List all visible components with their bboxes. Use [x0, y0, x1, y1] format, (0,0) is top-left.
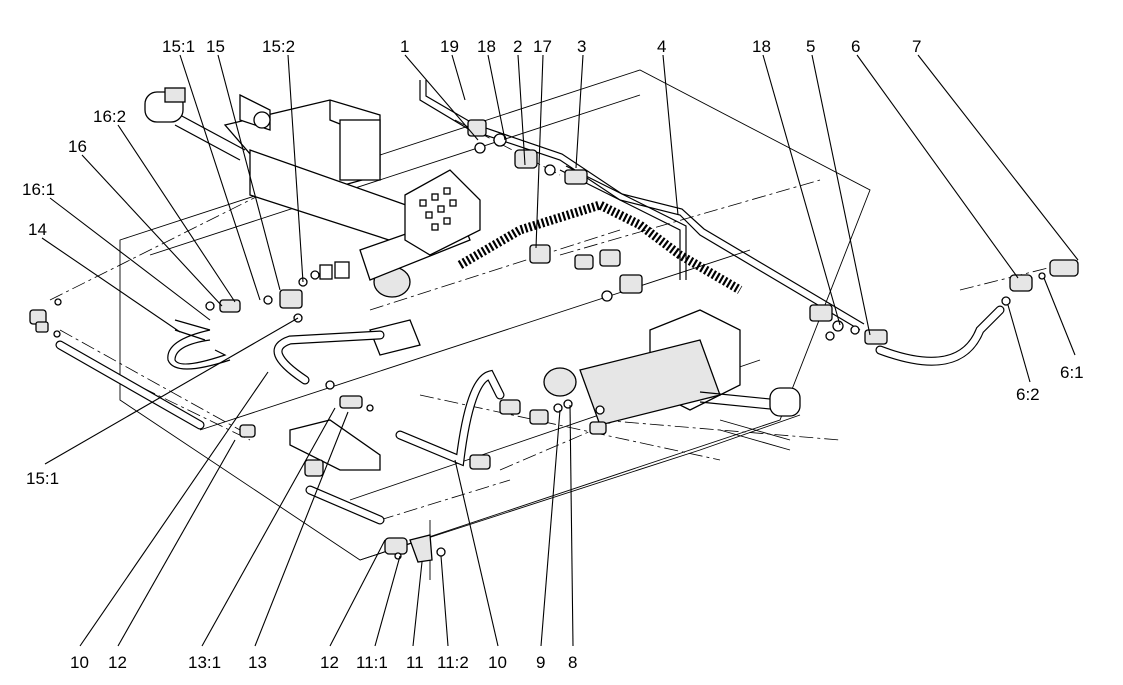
callout-top-15: 5 [806, 37, 815, 56]
callout-top-8: 19 [440, 37, 459, 56]
callout-bottom-10: 8 [568, 653, 577, 672]
callout-top-4: 16 [68, 137, 87, 156]
callout-top-9: 18 [477, 37, 496, 56]
u-tube [167, 319, 231, 370]
callout-top-0: 15:1 [162, 37, 195, 56]
callout-top-2: 15:2 [262, 37, 295, 56]
callout-top-17: 7 [912, 37, 921, 56]
callout-top-11: 17 [533, 37, 552, 56]
perforated-plate [404, 169, 481, 256]
steel-tubes [419, 80, 865, 331]
fittings [29, 119, 1079, 563]
callout-top-14: 18 [752, 37, 771, 56]
callout-bottom-9: 9 [536, 653, 545, 672]
callout-bottom-0: 10 [70, 653, 89, 672]
callout-bottom-8: 10 [488, 653, 507, 672]
callout-bottom-6: 11 [406, 653, 424, 672]
parts-drawing [29, 69, 1081, 580]
lower-cylinder [543, 309, 801, 451]
callout-bottom-7: 11:2 [437, 653, 469, 672]
callout-top-1: 15 [206, 37, 225, 56]
callout-bottom-1: 12 [108, 653, 127, 672]
callout-bottom-4: 12 [320, 653, 339, 672]
callout-top-12: 3 [577, 37, 586, 56]
callout-right-1: 6:1 [1060, 363, 1084, 382]
callout-bottom-5: 11:1 [356, 653, 388, 672]
callout-top-6: 14 [28, 220, 47, 239]
callout-labels: 15:1 15 15:2 16:2 16 16:1 14 1 19 18 2 1… [22, 37, 1084, 672]
callout-right-0: 6:2 [1016, 385, 1040, 404]
leader-lines [41, 54, 1079, 647]
callout-top-10: 2 [513, 37, 522, 56]
lower-hoses [55, 330, 505, 525]
callout-top-7: 1 [400, 37, 409, 56]
corrugated-hose [457, 200, 743, 294]
chassis-frame [119, 69, 871, 580]
callout-left-0: 15:1 [26, 469, 59, 488]
right-hose [875, 305, 1005, 366]
callout-top-16: 6 [851, 37, 860, 56]
callout-bottom-2: 13:1 [188, 653, 221, 672]
callout-bottom-3: 13 [248, 653, 267, 672]
callout-top-13: 4 [657, 37, 666, 56]
callout-top-5: 16:1 [22, 180, 55, 199]
callout-top-3: 16:2 [93, 107, 126, 126]
